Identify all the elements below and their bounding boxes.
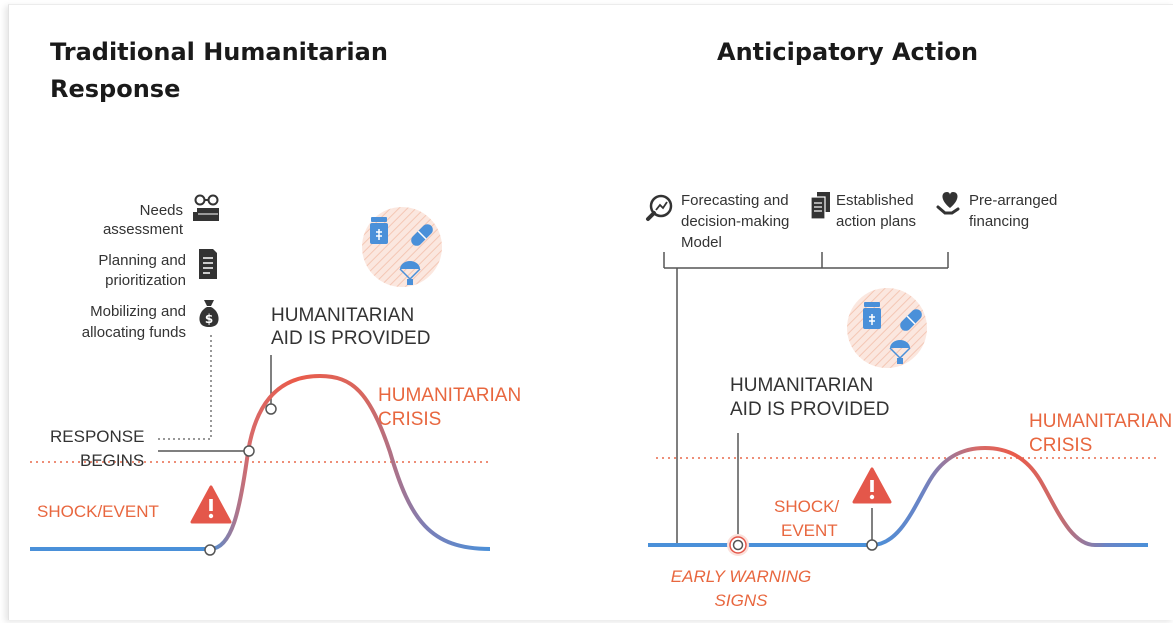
money-bag-icon: $ — [199, 300, 219, 327]
early-warning-label-line1: EARLY WARNING — [671, 567, 811, 586]
shock-marker — [204, 544, 216, 556]
pill-icon — [411, 224, 433, 246]
early-warning-marker — [732, 539, 744, 551]
response-begins-marker — [243, 445, 255, 457]
traditional-crisis-label-line1: HUMANITARIAN — [378, 385, 521, 406]
traditional-heading-line2: Response — [50, 75, 180, 103]
early-warning-label-line2: SIGNS — [715, 591, 769, 610]
anticipatory-crisis-curve — [871, 445, 1148, 547]
aid-provided-marker — [265, 403, 277, 415]
anticipatory-aid-label-line1: HUMANITARIAN — [730, 375, 873, 396]
parachute-drop-icon — [399, 261, 421, 285]
anticipatory-crisis-label-line2: CRISIS — [1029, 435, 1092, 456]
pillar-financing: Pre-arranged financing — [936, 192, 1057, 230]
pillar-label-line3: Model — [681, 234, 722, 251]
step-label-line1: Mobilizing and — [90, 303, 186, 320]
pillar-label-line1: Pre-arranged — [969, 192, 1057, 209]
step-label-line2: allocating funds — [82, 324, 186, 341]
warning-icon — [190, 485, 232, 524]
step-planning: Planning and prioritization — [98, 249, 217, 289]
response-label-line1: RESPONSE — [50, 427, 144, 446]
anticipatory-heading: Anticipatory Action — [717, 38, 978, 66]
magnifier-chart-icon — [646, 194, 673, 221]
traditional-crisis-curve — [209, 373, 491, 551]
aid-icons — [362, 207, 442, 287]
step-label-line2: prioritization — [105, 272, 186, 289]
parachute-drop-icon — [889, 340, 911, 364]
anticipatory-shock-label-line2: EVENT — [781, 521, 838, 540]
svg-text:$: $ — [205, 312, 213, 326]
pillar-label-line2: decision-making — [681, 213, 789, 230]
documents-icon — [810, 192, 830, 220]
document-icon — [199, 249, 217, 279]
pill-icon — [900, 309, 922, 331]
step-label-line1: Needs — [140, 202, 183, 219]
step-label-line1: Planning and — [98, 252, 186, 269]
pillar-label-line1: Established — [836, 192, 914, 209]
shock-marker — [866, 539, 878, 551]
jar-icon — [370, 217, 388, 244]
traditional-panel: Traditional Humanitarian Response Needs … — [30, 38, 521, 556]
step-needs-assessment: Needs assessment — [103, 194, 219, 238]
anticipatory-panel: Anticipatory Action Forecasting and deci… — [646, 38, 1172, 610]
pillar-action-plans: Established action plans — [810, 192, 916, 230]
warning-icon — [852, 467, 892, 504]
traditional-aid-label-line2: AID IS PROVIDED — [271, 328, 430, 349]
step-label-line2: assessment — [103, 221, 184, 238]
anticipatory-aid-label-line2: AID IS PROVIDED — [730, 399, 889, 420]
anticipatory-shock-label-line1: SHOCK/ — [774, 497, 839, 516]
pillar-label-line1: Forecasting and — [681, 192, 789, 209]
pillar-label-line2: action plans — [836, 213, 916, 230]
anticipatory-crisis-label-line1: HUMANITARIAN — [1029, 411, 1172, 432]
aid-icons — [847, 288, 927, 368]
pillar-label-line2: financing — [969, 213, 1029, 230]
traditional-crisis-label-line2: CRISIS — [378, 409, 441, 430]
response-label-line2: BEGINS — [80, 451, 144, 470]
pillars-bracket — [663, 252, 949, 546]
glasses-icon — [193, 194, 219, 221]
traditional-aid-label-line1: HUMANITARIAN — [271, 305, 414, 326]
jar-icon — [863, 302, 881, 329]
traditional-shock-label: SHOCK/EVENT — [37, 502, 159, 521]
heart-hand-icon — [936, 192, 960, 215]
step-mobilizing-funds: Mobilizing and allocating funds $ — [82, 300, 219, 341]
pillar-forecasting: Forecasting and decision-making Model — [646, 192, 789, 251]
traditional-heading-line1: Traditional Humanitarian — [50, 38, 388, 66]
